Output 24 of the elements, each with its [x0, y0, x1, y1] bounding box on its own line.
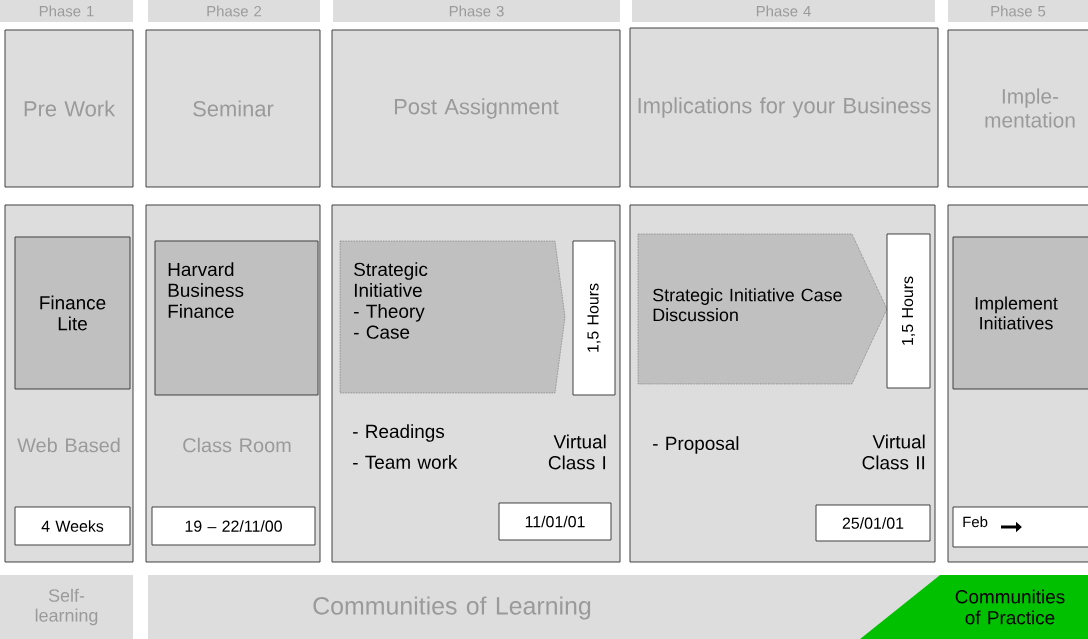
phase-header: Phase 5 — [948, 0, 1088, 22]
phase-box: Seminar — [145, 29, 321, 188]
module-box: Harvard Business Finance — [154, 240, 319, 396]
phase-box: Pre Work — [4, 29, 134, 188]
date-box: 19 – 22/11/00 — [151, 506, 316, 546]
phase-box: Imple- mentation — [947, 29, 1088, 188]
phase-header: Phase 3 — [333, 0, 620, 22]
phase-header: Phase 1 — [0, 0, 133, 22]
phase-box: Post Assignment — [331, 29, 621, 188]
pentagon-box: Strategic Initiative Case Discussion — [637, 233, 888, 385]
module-box: Implement Initiatives — [952, 236, 1088, 390]
phase-header: Phase 2 — [148, 0, 320, 22]
date-box: 11/01/01 — [498, 502, 612, 541]
bottom-band: Self- learning — [0, 575, 133, 639]
date-box: 25/01/01 — [815, 504, 931, 542]
trapezoid-band: Communities of Practice — [860, 575, 1088, 639]
duration-box: 1,5 Hours — [572, 240, 616, 396]
date-box: Feb — [952, 506, 1088, 548]
bottom-band: Communities of Learning — [148, 575, 940, 639]
phase-box: Implications for your Business — [629, 27, 939, 188]
phase-header: Phase 4 — [632, 0, 935, 22]
module-box: Finance Lite — [14, 236, 131, 390]
duration-box: 1,5 Hours — [886, 233, 931, 389]
duration-box: 4 Weeks — [14, 506, 131, 546]
